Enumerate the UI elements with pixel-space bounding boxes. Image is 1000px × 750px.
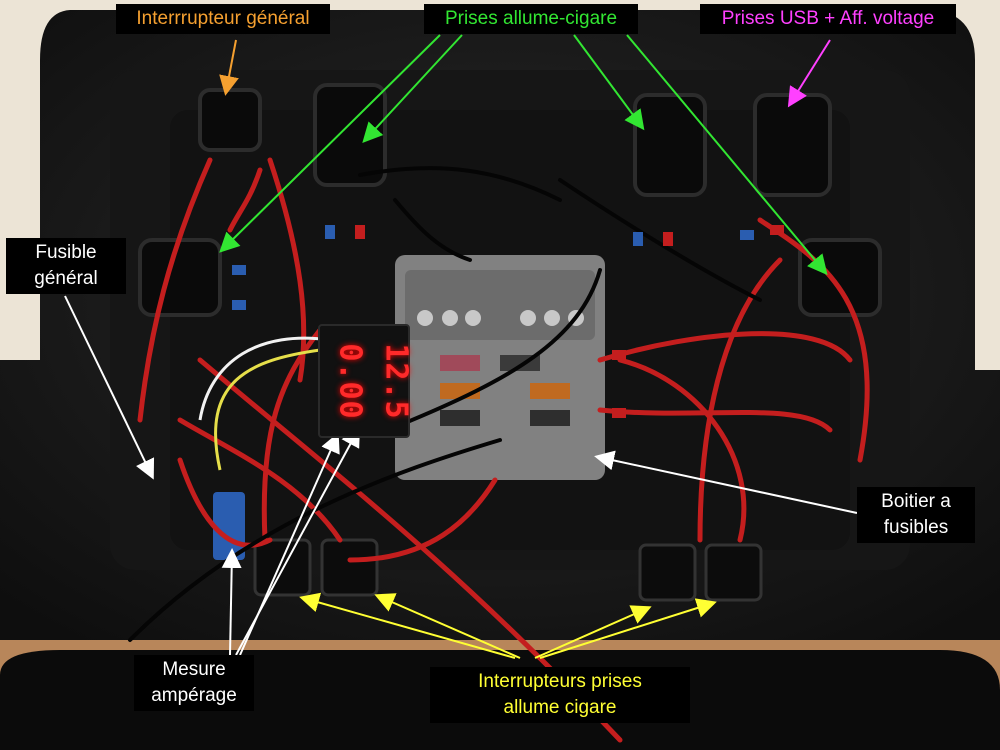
arrow-switch-2	[374, 593, 521, 659]
arrow-cigar-4	[626, 34, 828, 276]
label-prises-allume-cigare: Prises allume-cigare	[424, 4, 638, 34]
switch-4	[704, 543, 763, 602]
label-boitier-fusibles-line1: Boitier a	[881, 491, 951, 512]
fuse-box	[395, 255, 605, 480]
label-prises-usb: Prises USB + Aff. voltage	[700, 4, 956, 34]
label-mesure-amperage: Mesure ampérage	[134, 655, 254, 711]
switch-2	[320, 538, 379, 597]
label-fusible-general: Fusible général	[6, 238, 126, 294]
label-fusible-general-line2: général	[34, 268, 98, 289]
label-boitier-fusibles: Boitier a fusibles	[857, 487, 975, 543]
label-interrupteurs-prises-line1: Interrupteurs prises	[478, 671, 642, 692]
label-interrupteur-general: Interrrupteur général	[116, 4, 330, 34]
socket-general-switch	[198, 88, 262, 152]
label-mesure-amperage-line1: Mesure	[162, 659, 226, 680]
label-boitier-fusibles-line2: fusibles	[883, 517, 949, 538]
arrow-fuse-box	[594, 450, 858, 514]
socket-cigar-1	[313, 83, 387, 187]
white-yellow-wires	[198, 336, 331, 471]
label-fusible-general-line1: Fusible	[35, 242, 97, 263]
label-interrupteurs-prises: Interrupteurs prises allume cigare	[430, 667, 690, 723]
black-wires	[128, 166, 762, 642]
socket-usb	[753, 93, 832, 197]
voltage-readout: 12.5	[378, 343, 414, 420]
arrow-amp-1	[221, 548, 242, 656]
arrow-cigar-3	[573, 34, 645, 131]
socket-cigar-left	[138, 238, 222, 317]
arrow-fuse-main	[64, 295, 155, 480]
arrow-switch-3	[534, 605, 652, 659]
arrow-switch-4	[539, 598, 717, 659]
label-interrupteurs-prises-line2: allume cigare	[503, 697, 617, 718]
arrow-switch-1	[299, 592, 516, 659]
arrow-amp-3	[235, 426, 360, 656]
label-mesure-amperage-line2: ampérage	[151, 685, 237, 706]
volt-amp-meter: 12.5 0.00	[318, 324, 414, 438]
arrow-general-switch	[219, 39, 239, 96]
current-readout: 0.00	[332, 343, 368, 420]
arrow-cigar-2	[219, 34, 441, 253]
switch-3	[638, 543, 697, 602]
sockets	[138, 83, 882, 317]
socket-cigar-2	[633, 93, 707, 197]
arrow-usb	[787, 39, 831, 108]
arrow-cigar-1	[362, 34, 463, 143]
terminals	[232, 225, 784, 418]
socket-cigar-right	[798, 238, 882, 317]
